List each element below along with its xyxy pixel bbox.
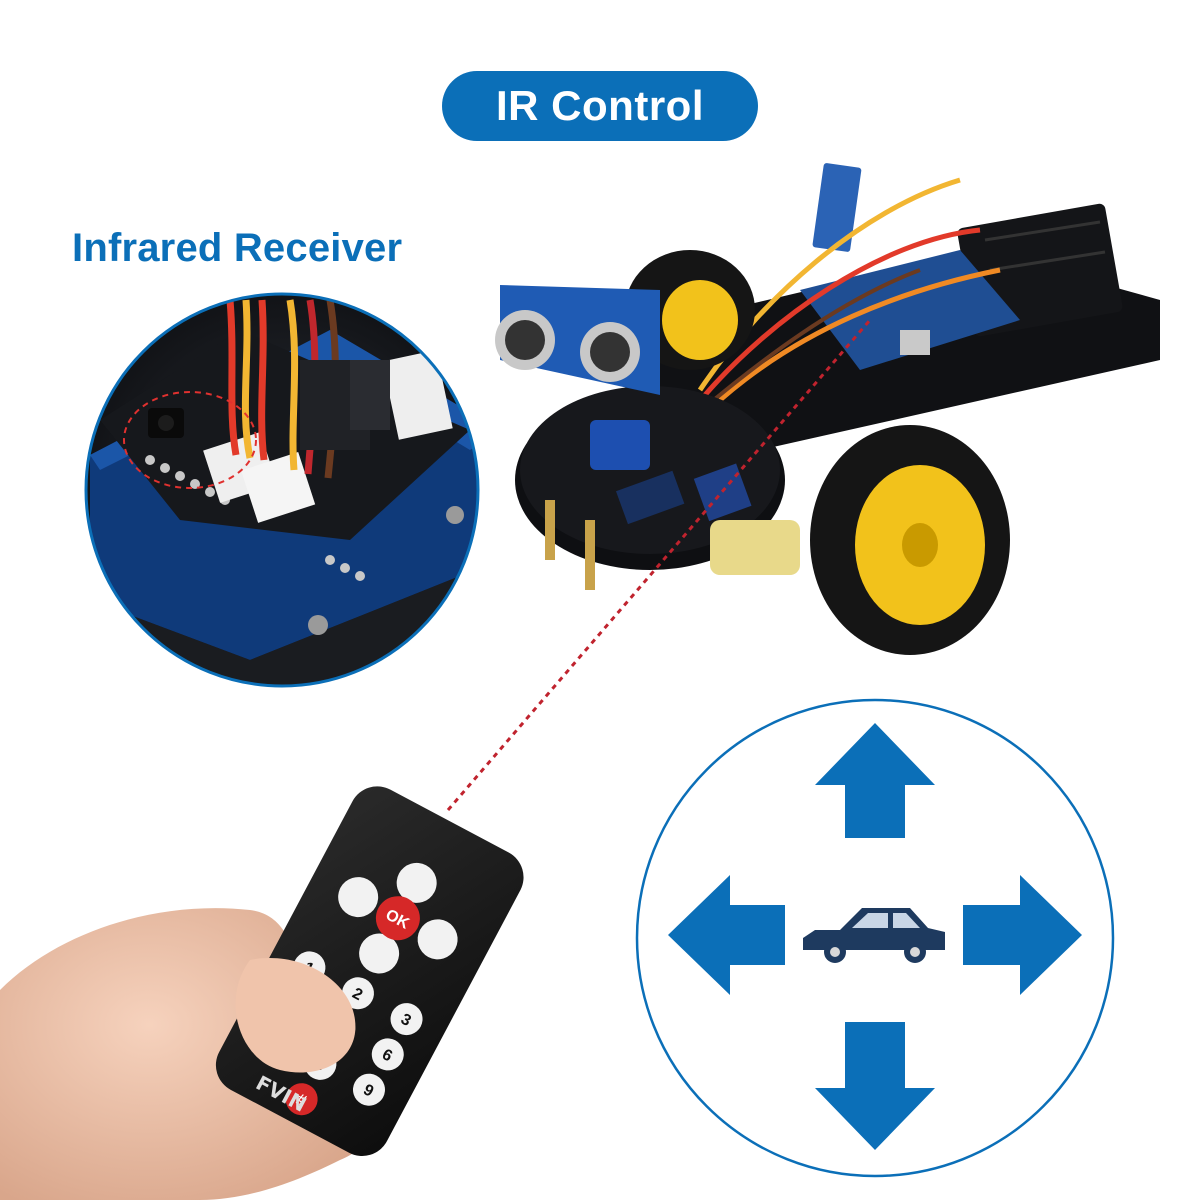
remote-key [341,977,374,1010]
forward-arrow-icon [815,723,935,838]
remote-key [371,1038,404,1071]
remote-key [390,1003,423,1036]
remote-control: OK 123456789# [0,786,524,1200]
robot-car [495,163,1160,655]
right-arrow-icon [963,875,1082,995]
backward-arrow-icon [815,1022,935,1150]
infrared-receiver-label: Infrared Receiver [72,226,403,270]
page-title: IR Control [496,82,704,129]
ir-control-badge: IR Control [442,71,758,141]
remote-key [285,1083,318,1116]
car-icon [803,908,945,963]
ir-beam [446,319,872,811]
receiver-closeup [84,292,480,688]
left-arrow-icon [668,875,785,995]
direction-diagram [635,698,1115,1178]
remote-key [352,1073,385,1106]
